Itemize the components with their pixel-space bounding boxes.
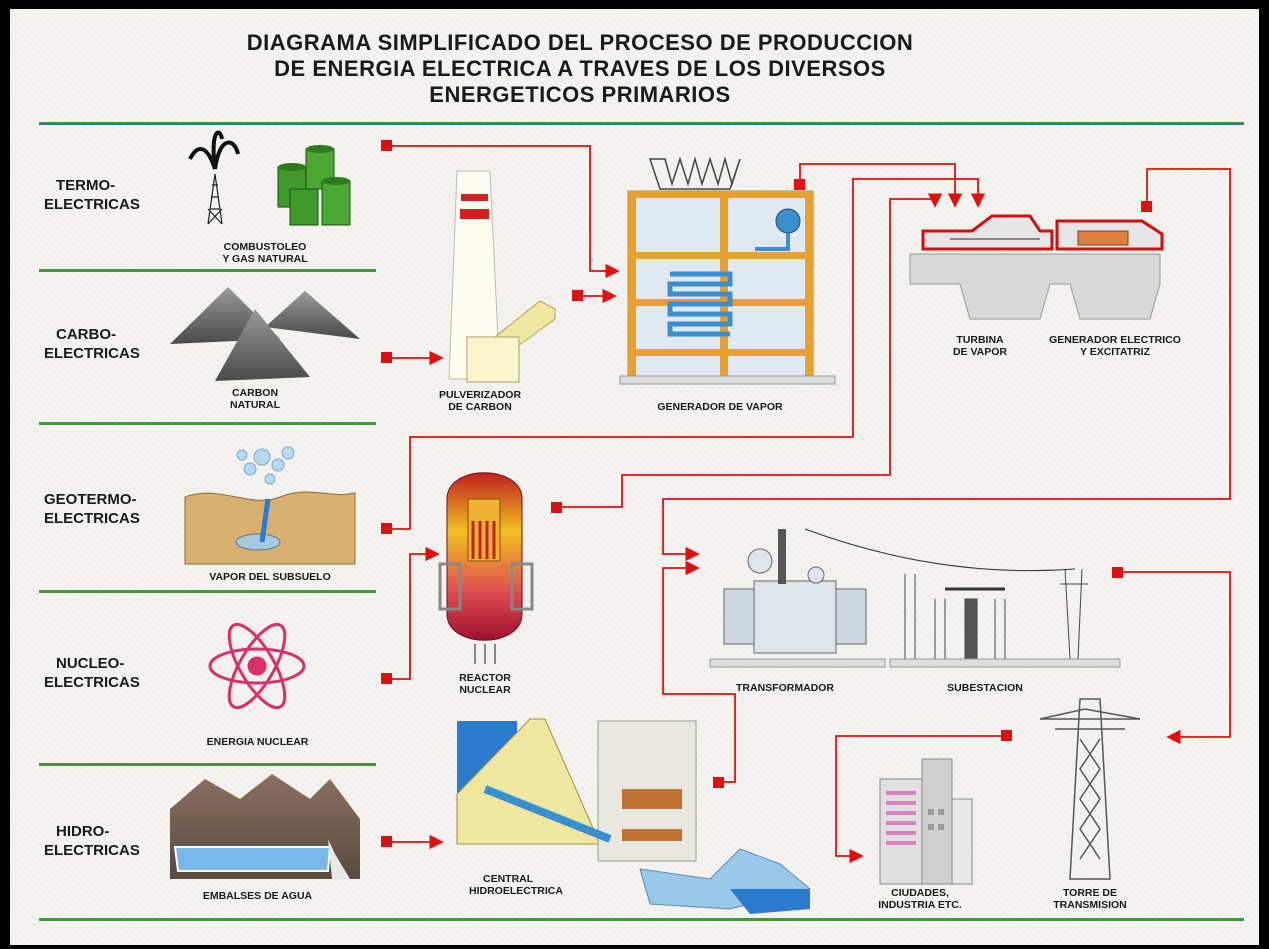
category-label: ELECTRICAS	[44, 842, 140, 859]
label-line: SUBESTACION	[947, 682, 1023, 694]
oil-derrick-icon	[188, 130, 240, 225]
diagram-title: DIAGRAMA SIMPLIFICADO DEL PROCESO DE PRO…	[180, 30, 980, 108]
divider-top	[39, 122, 1244, 125]
steam-generator-icon	[619, 156, 836, 385]
label-embalses: EMBALSES DE AGUA	[195, 890, 320, 902]
substation-icon	[804, 528, 1121, 668]
category-label: NUCLEO-	[56, 655, 125, 672]
label-line: INDUSTRIA ETC.	[878, 899, 962, 911]
label-line: EMBALSES DE AGUA	[202, 890, 313, 902]
coal-pile-icon	[170, 287, 360, 381]
category-label: ELECTRICAS	[44, 674, 140, 691]
category-hidro: HIDRO- ELECTRICAS	[44, 822, 140, 860]
label-line: DE VAPOR	[952, 346, 1008, 358]
label-energia-nuclear: ENERGIA NUCLEAR	[195, 736, 320, 748]
divider-bottom	[39, 918, 1244, 921]
atom-icon	[208, 622, 306, 710]
category-label: ELECTRICAS	[44, 345, 140, 362]
label-line: TRANSMISION	[1053, 899, 1127, 911]
illustrations	[170, 130, 1231, 914]
barrels-icon	[277, 145, 351, 226]
diagram-canvas: DIAGRAMA SIMPLIFICADO DEL PROCESO DE PRO…	[10, 9, 1259, 945]
category-termo: TERMO- ELECTRICAS	[44, 176, 140, 214]
label-line: REACTOR	[459, 672, 511, 684]
category-carbo: CARBO- ELECTRICAS	[44, 325, 140, 363]
category-label: HIDRO-	[56, 823, 110, 840]
label-line: COMBUSTOLEO	[223, 241, 307, 253]
label-turbina: TURBINA DE VAPOR	[945, 334, 1015, 358]
label-line: DE CARBON	[448, 401, 512, 413]
label-reactor: REACTOR NUCLEAR	[450, 672, 520, 696]
divider-4	[39, 763, 376, 766]
category-label: ELECTRICAS	[44, 196, 140, 213]
label-transformador: TRANSFORMADOR	[720, 682, 850, 694]
label-line: PULVERIZADOR	[438, 389, 522, 401]
label-line: GENERADOR DE VAPOR	[657, 401, 783, 413]
turbine-generator-icon	[909, 214, 1164, 320]
label-generador-electrico: GENERADOR ELECTRICO Y EXCITATRIZ	[1040, 334, 1190, 358]
label-subestacion: SUBESTACION	[930, 682, 1040, 694]
transmission-tower-icon	[1039, 698, 1141, 880]
category-nucleo: NUCLEO- ELECTRICAS	[44, 654, 140, 692]
category-geotermo: GEOTERMO- ELECTRICAS	[44, 490, 140, 528]
reservoir-icon	[170, 774, 360, 879]
label-line: NATURAL	[230, 399, 280, 411]
city-icon	[879, 758, 973, 885]
flow-lines	[388, 145, 1231, 864]
divider-2	[39, 422, 376, 425]
category-label: CARBO-	[56, 326, 116, 343]
label-line: GENERADOR ELECTRICO	[1049, 334, 1181, 346]
reactor-icon	[438, 472, 534, 664]
title-line-2: DE ENERGIA ELECTRICA A TRAVES DE LOS DIV…	[274, 56, 886, 81]
label-line: CENTRAL	[483, 873, 534, 885]
label-line: TURBINA	[956, 334, 1004, 346]
category-label: GEOTERMO-	[44, 491, 137, 508]
label-line: Y GAS NATURAL	[222, 253, 308, 265]
label-line: NUCLEAR	[459, 684, 511, 696]
label-combustoleo: COMBUSTOLEO Y GAS NATURAL	[215, 241, 315, 265]
label-central-hidro: CENTRAL HIDROELECTRICA	[465, 873, 575, 897]
label-carbon: CARBON NATURAL	[215, 387, 295, 411]
label-line: CARBON	[231, 387, 279, 399]
category-label: TERMO-	[56, 177, 116, 194]
label-torre: TORRE DE TRANSMISION	[1040, 887, 1140, 911]
pulverizer-icon	[466, 300, 556, 383]
label-line: TORRE DE	[1062, 887, 1118, 899]
divider-1	[39, 269, 376, 272]
label-generador-vapor: GENERADOR DE VAPOR	[645, 401, 795, 413]
hydro-plant-icon	[456, 718, 812, 914]
label-vapor-subsuelo: VAPOR DEL SUBSUELO	[195, 571, 345, 583]
label-ciudades: CIUDADES, INDUSTRIA ETC.	[865, 887, 975, 911]
label-line: TRANSFORMADOR	[736, 682, 834, 694]
title-line-3: ENERGETICOS PRIMARIOS	[429, 82, 731, 107]
transformer-icon	[709, 529, 886, 668]
label-line: CIUDADES,	[891, 887, 949, 899]
divider-3	[39, 590, 376, 593]
geothermal-icon	[184, 446, 356, 565]
label-pulverizador: PULVERIZADOR DE CARBON	[430, 389, 530, 413]
label-line: VAPOR DEL SUBSUELO	[209, 571, 331, 583]
category-label: ELECTRICAS	[44, 510, 140, 527]
label-line: ENERGIA NUCLEAR	[206, 736, 309, 748]
label-line: Y EXCITATRIZ	[1079, 346, 1150, 358]
chimney-icon	[448, 170, 501, 380]
title-line-1: DIAGRAMA SIMPLIFICADO DEL PROCESO DE PRO…	[246, 30, 914, 55]
label-line: HIDROELECTRICA	[469, 885, 563, 897]
flow-markers	[381, 140, 1152, 847]
